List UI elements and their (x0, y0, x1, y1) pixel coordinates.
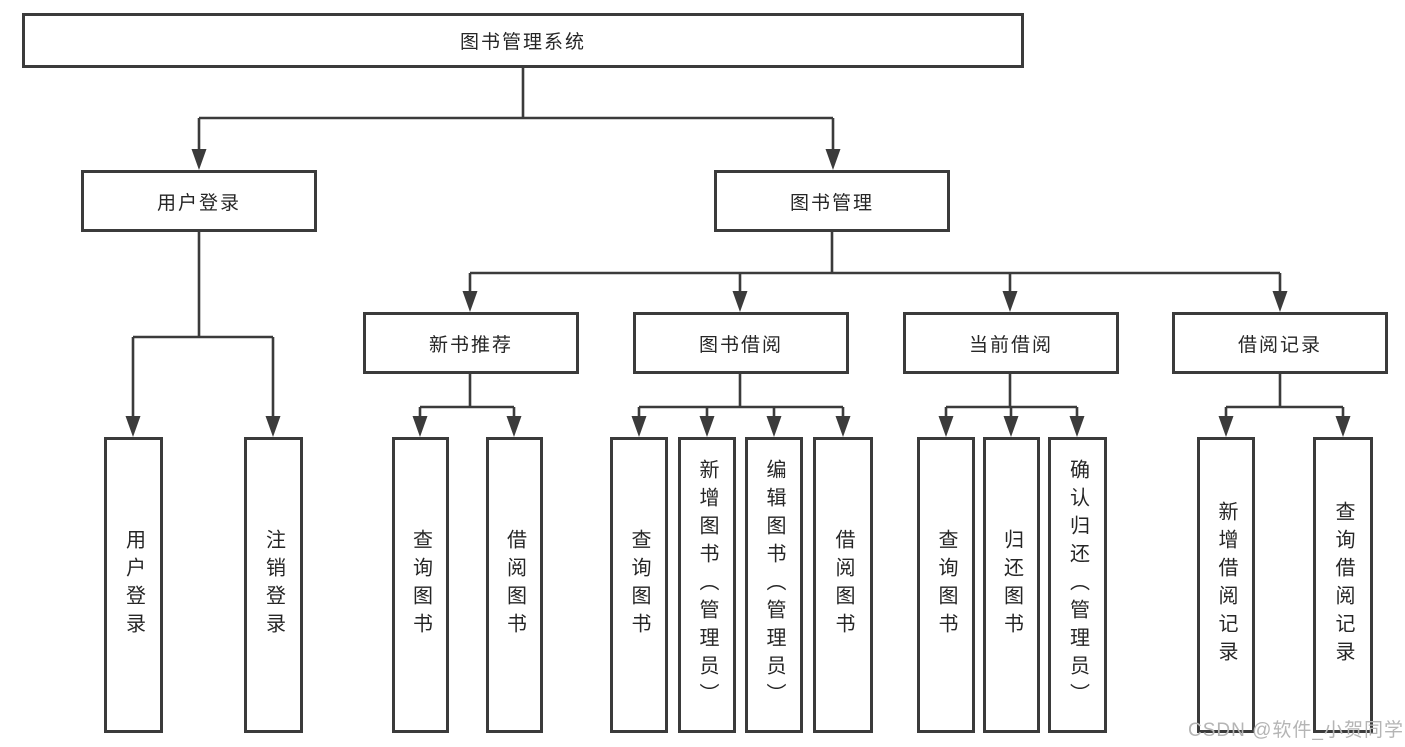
leaf-return-book: 归还图书 (983, 437, 1040, 733)
leaf-query-borrow-record: 查询借阅记录 (1313, 437, 1373, 733)
leaf-logout: 注销登录 (244, 437, 303, 733)
node-label: 注销登录 (262, 529, 285, 641)
node-library-system-root: 图书管理系统 (22, 13, 1024, 68)
leaf-add-book-admin: 新增图书（管理员） (678, 437, 736, 733)
leaf-query-book: 查询图书 (392, 437, 449, 733)
node-label: 借阅图书 (832, 529, 854, 641)
node-label: 查询图书 (409, 529, 432, 641)
node-new-book-recommend: 新书推荐 (363, 312, 579, 374)
node-label: 借阅记录 (1237, 334, 1322, 356)
arrowhead-icons (125, 149, 1351, 437)
leaf-confirm-return-admin: 确认归还（管理员） (1048, 437, 1107, 733)
leaf-borrow-book: 借阅图书 (813, 437, 873, 733)
node-user-login: 用户登录 (81, 170, 317, 232)
node-label: 用户登录 (156, 192, 241, 214)
node-label: 确认归还（管理员） (1066, 459, 1089, 711)
leaf-edit-book-admin: 编辑图书（管理员） (745, 437, 803, 733)
leaf-query-book: 查询图书 (610, 437, 668, 733)
node-label: 查询图书 (628, 529, 650, 641)
leaf-user-login: 用户登录 (104, 437, 163, 733)
leaf-query-book: 查询图书 (917, 437, 975, 733)
node-label: 归还图书 (1000, 529, 1023, 641)
leaf-borrow-book: 借阅图书 (486, 437, 543, 733)
node-label: 图书管理 (789, 192, 874, 214)
leaf-add-borrow-record: 新增借阅记录 (1197, 437, 1255, 733)
node-label: 新增借阅记录 (1215, 501, 1237, 669)
connector-lines (131, 68, 1345, 419)
node-book-borrowing: 图书借阅 (633, 312, 849, 374)
node-label: 图书借阅 (698, 334, 783, 356)
node-label: 用户登录 (122, 529, 145, 641)
node-current-borrowing: 当前借阅 (903, 312, 1119, 374)
node-label: 新增图书（管理员） (696, 459, 718, 711)
node-book-management: 图书管理 (714, 170, 950, 232)
node-label: 当前借阅 (968, 334, 1053, 356)
watermark: CSDN @软件_小贺同学 (1188, 720, 1404, 741)
node-label: 新书推荐 (428, 334, 513, 356)
node-label: 编辑图书（管理员） (763, 459, 785, 711)
node-label: 图书管理系统 (459, 32, 586, 53)
node-label: 查询借阅记录 (1332, 501, 1354, 669)
node-label: 借阅图书 (503, 529, 526, 641)
node-label: 查询图书 (935, 529, 957, 641)
node-borrowing-records: 借阅记录 (1172, 312, 1388, 374)
